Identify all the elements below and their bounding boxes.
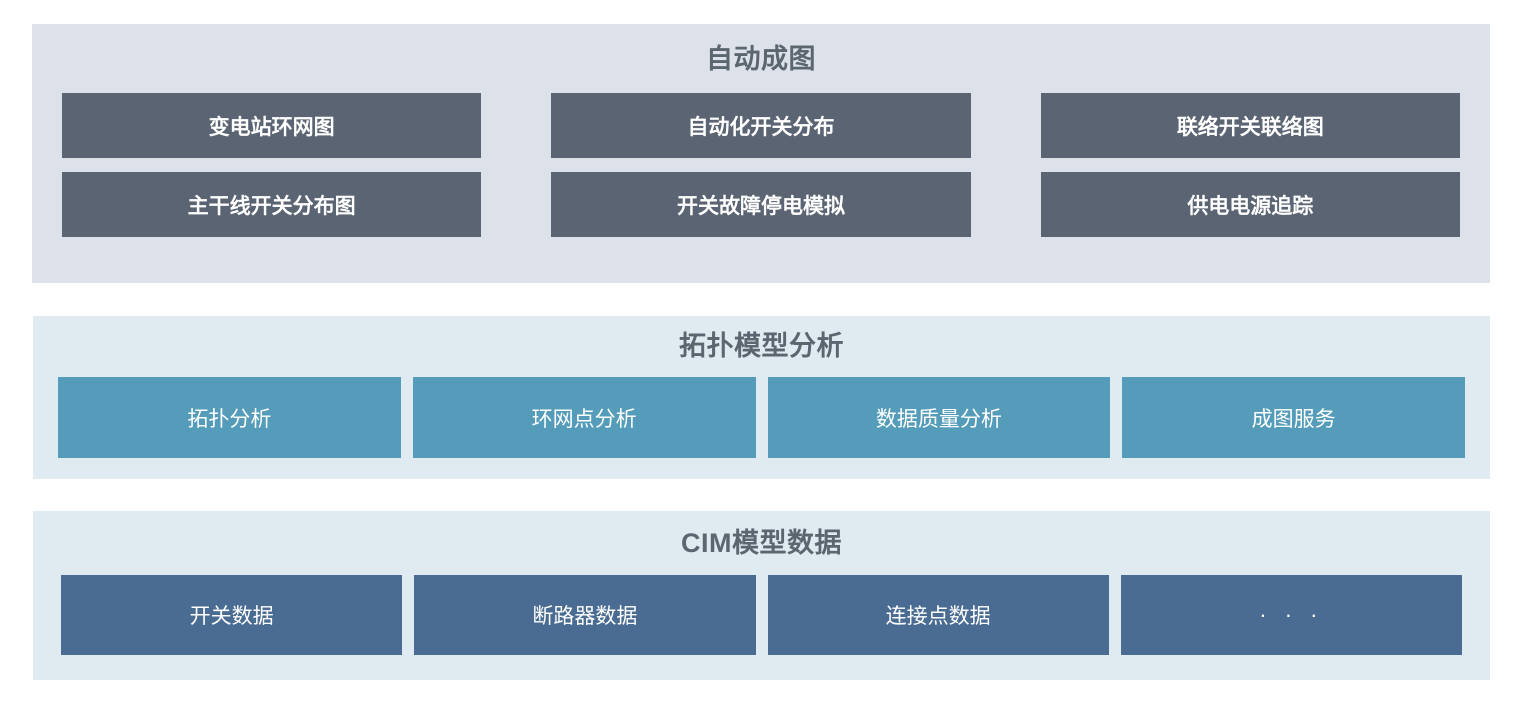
automapping-tile-row-2: 主干线开关分布图 开关故障停电模拟 供电电源追踪 — [62, 172, 1460, 237]
automapping-tile-grid: 变电站环网图 自动化开关分布 联络开关联络图 主干线开关分布图 开关故障停电模拟… — [32, 93, 1490, 237]
topology-tile-row: 拓扑分析 环网点分析 数据质量分析 成图服务 — [33, 377, 1490, 458]
automapping-tile-row-1: 变电站环网图 自动化开关分布 联络开关联络图 — [62, 93, 1460, 158]
tile-connectivity-node-data[interactable]: 连接点数据 — [767, 575, 1109, 655]
section-cim-title: CIM模型数据 — [681, 528, 842, 558]
section-topology-title: 拓扑模型分析 — [679, 331, 844, 361]
tile-substation-ring-network-diagram[interactable]: 变电站环网图 — [62, 93, 482, 158]
tile-topology-analysis[interactable]: 拓扑分析 — [58, 377, 401, 458]
tile-data-quality-analysis[interactable]: 数据质量分析 — [767, 377, 1111, 458]
tile-circuit-breaker-data[interactable]: 断路器数据 — [414, 575, 756, 655]
section-topology-model-analysis: 拓扑模型分析 拓扑分析 环网点分析 数据质量分析 成图服务 — [33, 316, 1490, 479]
tile-automated-switch-distribution[interactable]: 自动化开关分布 — [551, 93, 971, 158]
section-automapping-title: 自动成图 — [706, 44, 816, 74]
tile-switch-data[interactable]: 开关数据 — [61, 575, 403, 655]
cim-tile-row: 开关数据 断路器数据 连接点数据 · · · — [33, 575, 1490, 655]
tile-mapping-service[interactable]: 成图服务 — [1122, 377, 1465, 458]
tile-ring-network-point-analysis[interactable]: 环网点分析 — [412, 377, 756, 458]
tile-trunk-line-switch-distribution-diagram[interactable]: 主干线开关分布图 — [62, 172, 482, 237]
tile-power-supply-source-tracing[interactable]: 供电电源追踪 — [1040, 172, 1460, 237]
tile-tie-switch-connection-diagram[interactable]: 联络开关联络图 — [1040, 93, 1460, 158]
tile-more-data-ellipsis[interactable]: · · · — [1120, 575, 1462, 655]
section-cim-model-data: CIM模型数据 开关数据 断路器数据 连接点数据 · · · — [33, 511, 1490, 680]
tile-switch-fault-outage-simulation[interactable]: 开关故障停电模拟 — [551, 172, 971, 237]
section-automapping: 自动成图 变电站环网图 自动化开关分布 联络开关联络图 主干线开关分布图 开关故… — [32, 24, 1490, 283]
